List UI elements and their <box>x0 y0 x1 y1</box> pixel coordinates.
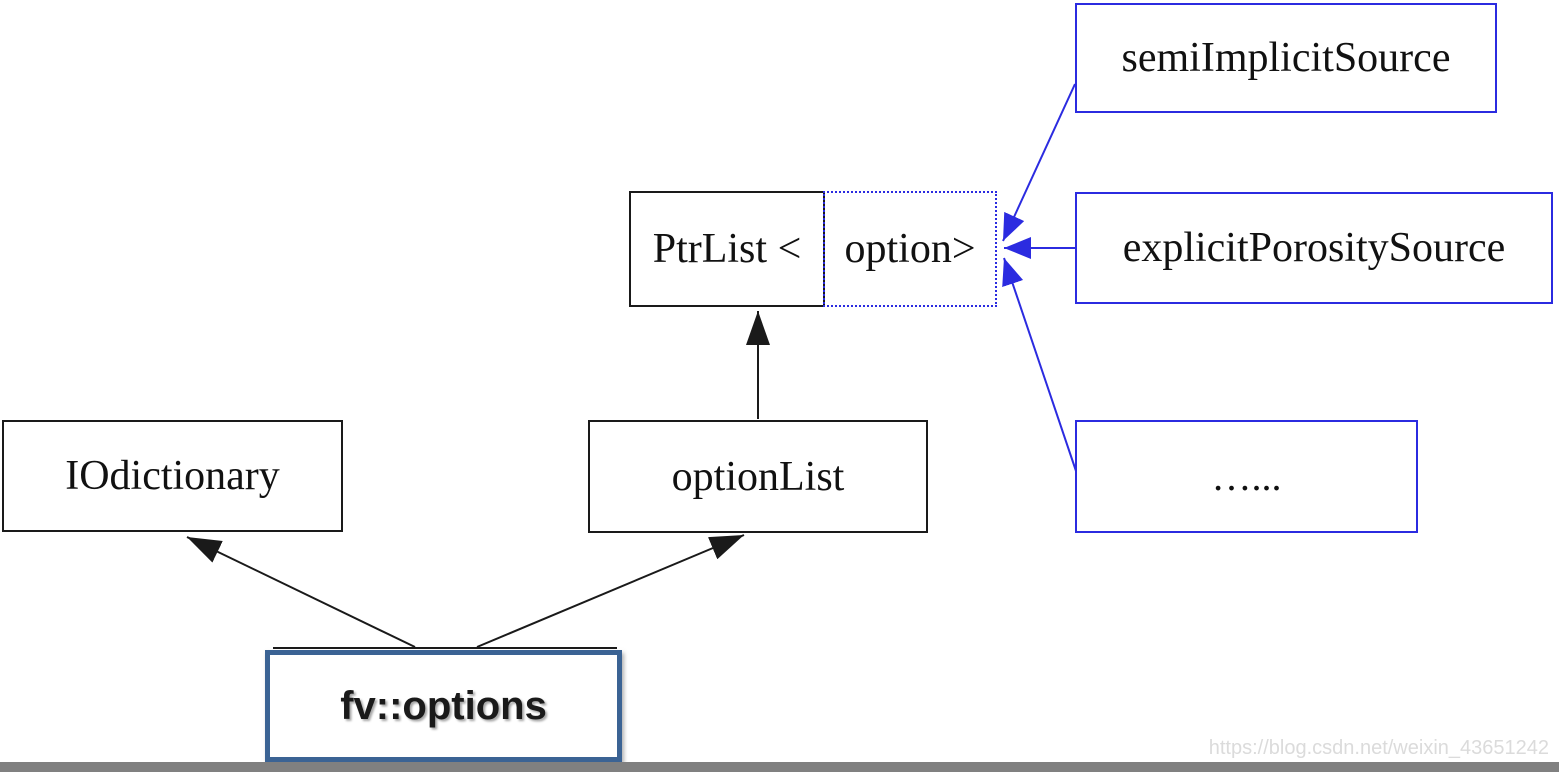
node-optionlist: optionList <box>588 420 928 533</box>
edge-semiimplicitsource-to-option <box>1002 83 1076 242</box>
node-label: fv::options <box>340 683 547 728</box>
node-explicitporositysource: explicitPorositySource <box>1075 192 1553 304</box>
node-ellipsis: …... <box>1075 420 1418 533</box>
edge-fvoptions-to-optionlist <box>476 534 745 648</box>
node-fv-options: fv::options <box>265 650 622 762</box>
node-label: …... <box>1211 454 1282 499</box>
node-label: IOdictionary <box>65 453 280 499</box>
node-semiimplicitsource: semiImplicitSource <box>1075 3 1497 113</box>
edge-fvoptions-to-iodictionary <box>186 536 416 648</box>
bottom-bar <box>0 762 1559 772</box>
node-label: explicitPorositySource <box>1122 225 1506 271</box>
edge-ellipsis-to-option <box>1002 257 1077 472</box>
node-ptrlist: PtrList < <box>629 191 825 307</box>
node-option-template-param: option> <box>823 191 997 307</box>
node-label: semiImplicitSource <box>1121 35 1451 81</box>
node-iodictionary: IOdictionary <box>2 420 343 532</box>
node-label: optionList <box>671 453 845 500</box>
watermark: https://blog.csdn.net/weixin_43651242 <box>1208 737 1549 759</box>
node-label: PtrList < <box>652 226 802 272</box>
node-label: option> <box>844 226 976 272</box>
